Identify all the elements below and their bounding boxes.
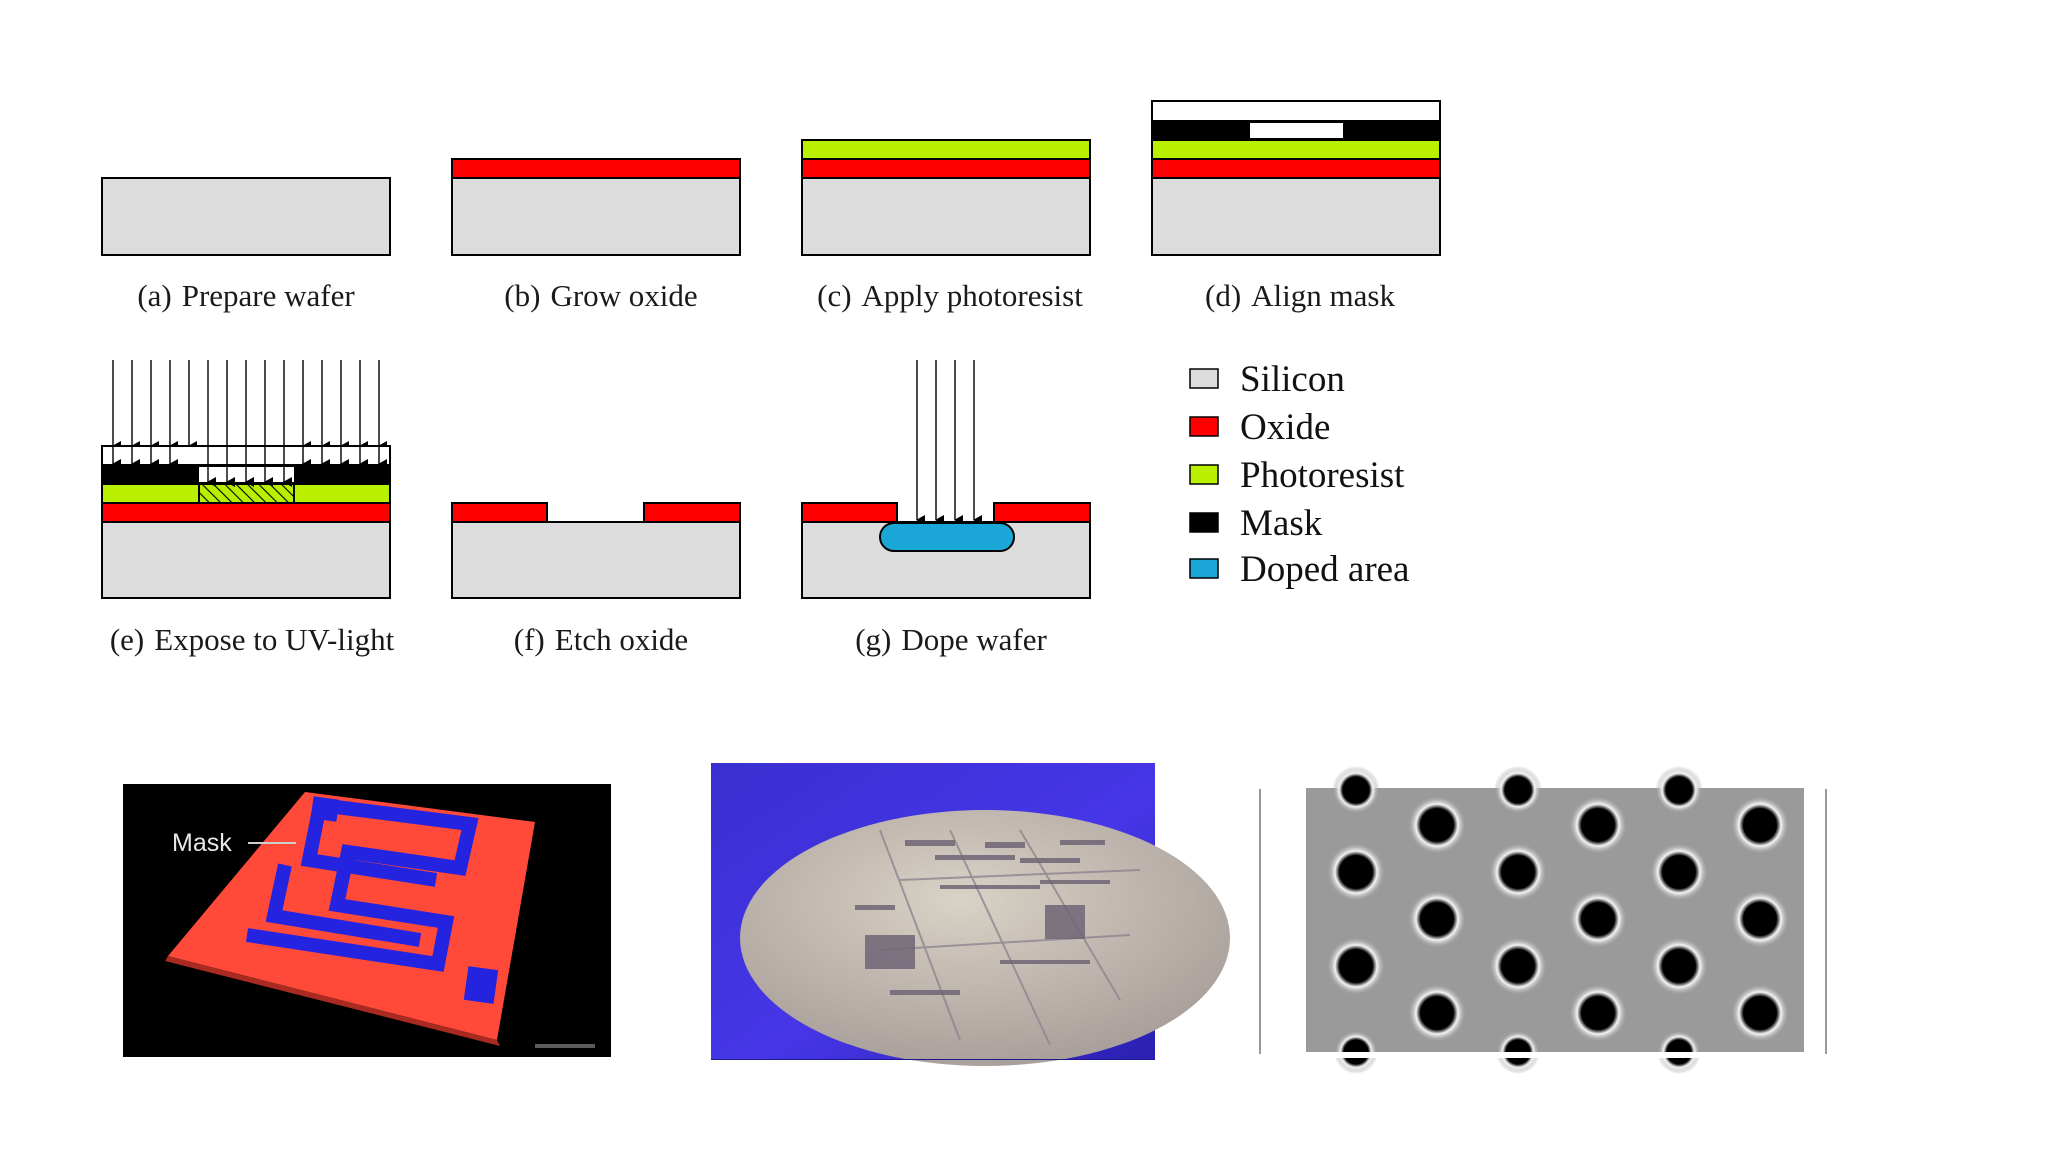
exposed-photoresist — [198, 483, 295, 504]
silicon-layer — [101, 521, 391, 599]
legend-label-oxide: Oxide — [1240, 407, 1330, 448]
panel-grow-oxide: (b)Grow oxide — [451, 158, 741, 313]
mask-opening — [1250, 123, 1343, 138]
red-plate — [168, 792, 535, 1040]
panel-dope-wafer: (g)Dope wafer — [801, 360, 1091, 657]
silicon-layer — [1151, 177, 1441, 256]
wafer-devices — [855, 840, 1110, 995]
caption-g: (g)Dope wafer — [855, 622, 1047, 657]
photo-sem-hole-array — [1259, 766, 1827, 1074]
oxide-layer — [451, 158, 741, 179]
caption-f: (f)Etch oxide — [514, 622, 688, 657]
oxide-right — [993, 502, 1091, 523]
legend-swatch-oxide — [1189, 416, 1219, 437]
legend-swatch-doped-area — [1189, 558, 1219, 579]
legend-label-mask: Mask — [1240, 503, 1323, 544]
caption-e: (e)Expose to UV-light — [110, 622, 395, 657]
uv-light-arrows-redraw — [112, 446, 387, 487]
panel-prepare-wafer: (a)Prepare wafer — [101, 177, 391, 313]
oxide-left — [801, 502, 898, 523]
oxide-layer — [1151, 158, 1441, 179]
caption-a: (a)Prepare wafer — [137, 278, 355, 313]
silicon-layer — [451, 177, 741, 256]
oxide-layer — [801, 158, 1091, 179]
legend: Silicon Oxide Photoresist Mask Doped are… — [1189, 359, 1409, 590]
legend-label-photoresist: Photoresist — [1240, 455, 1405, 496]
caption-b: (b)Grow oxide — [504, 278, 697, 313]
legend-label-silicon: Silicon — [1240, 359, 1345, 400]
legend-label-doped-area: Doped area — [1240, 549, 1409, 590]
mask-render-label: Mask — [172, 829, 232, 857]
frame-line-left — [1259, 789, 1261, 1054]
photoresist-layer — [1151, 139, 1441, 160]
caption-d: (d)Align mask — [1205, 278, 1395, 313]
legend-swatch-mask — [1189, 512, 1219, 533]
mask-plate — [1151, 100, 1441, 122]
silicon-layer — [101, 177, 391, 256]
doped-area — [879, 522, 1015, 552]
photo-wafer-uv — [711, 763, 1230, 1066]
frame-line-right — [1825, 789, 1827, 1054]
panel-align-mask: (d)Align mask — [1151, 100, 1441, 313]
legend-swatch-silicon — [1189, 368, 1219, 389]
silicon-layer — [451, 521, 741, 599]
panel-apply-photoresist: (c)Apply photoresist — [801, 139, 1091, 313]
silicon-layer — [801, 177, 1091, 256]
oxide-left — [451, 502, 548, 523]
holes — [1326, 766, 1790, 1074]
dopant-arrows — [916, 360, 982, 525]
photo-mask-render: Mask — [123, 784, 611, 1057]
legend-swatch-photoresist — [1189, 464, 1219, 485]
mask-pattern — [245, 798, 479, 972]
panel-etch-oxide: (f)Etch oxide — [451, 502, 741, 657]
photoresist-layer — [801, 139, 1091, 160]
oxide-layer — [101, 502, 391, 523]
panel-expose-uv: (e)Expose to UV-light — [101, 360, 395, 657]
wafer-disc — [740, 810, 1230, 1066]
caption-c: (c)Apply photoresist — [817, 278, 1083, 313]
oxide-right — [643, 502, 741, 523]
